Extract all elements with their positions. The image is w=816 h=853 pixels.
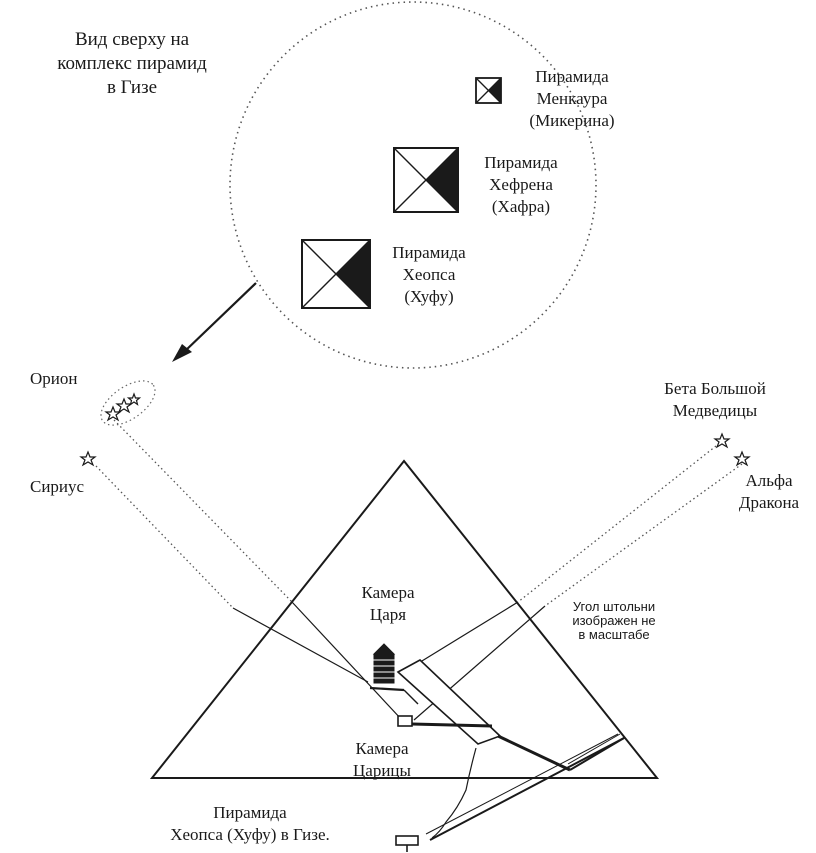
top-view-circle [229,1,597,369]
khufu-label-line: Хеопса [402,265,456,284]
beta-label-line: Медведицы [672,401,758,420]
top-view-title-line: комплекс пирамид [57,53,207,74]
shaft-angle-note-line: в масштабе [578,627,650,642]
sirius-star-icon [79,450,97,467]
khafre-pyramid-plan [393,147,459,213]
shaft-angle-note-line: Угол штольни [572,599,656,614]
orion-constellation-outline [100,380,156,426]
khufu-pyramid-plan [301,239,371,309]
menkaure-label-line: Пирамида [535,67,609,86]
orion-stars [104,392,142,422]
alpha-draconis-star-icon [733,450,751,467]
khufu-label-line: (Хуфу) [404,287,454,306]
alpha-label-line: Дракона [738,493,800,512]
shaft-angle-note-line: изображен не [572,613,656,628]
shaft-angle-note: Угол штольни изображен не в масштабе [556,600,672,642]
khafre-label: Пирамида Хефрена (Хафра) [456,152,586,218]
king-chamber-label-line: Камера [361,583,415,602]
khafre-label-line: Хефрена [489,175,553,194]
sirius-label: Сириус [30,476,120,498]
beta-label-line: Бета Большой [664,379,766,398]
menkaure-label-line: (Микерина) [529,111,615,130]
queen-chamber-label-line: Камера [355,739,409,758]
pyramid-caption-line: Пирамида [213,803,287,822]
alpha-draconis-label: Альфа Дракона [724,470,814,514]
beta-ursa-major-label: Бета Большой Медведицы [640,378,790,422]
beta-ursa-major-star-icon [713,432,731,449]
pyramid-caption-line: Хеопса (Хуфу) в Гизе. [170,825,330,844]
top-view-title: Вид сверху на комплекс пирамид в Гизе [28,28,236,100]
khufu-label-line: Пирамида [392,243,466,262]
orion-label-text: Орион [30,369,78,388]
king-chamber-icon [372,643,396,684]
alpha-label-line: Альфа [745,471,793,490]
pyramid-caption: Пирамида Хеопса (Хуфу) в Гизе. [130,802,370,846]
king-chamber-label: Камера Царя [340,582,436,626]
pyramid-cross-section [149,459,660,852]
queen-chamber-label: Камера Царицы [332,738,432,782]
top-view-title-line: в Гизе [106,77,158,98]
khufu-label: Пирамида Хеопса (Хуфу) [374,242,484,308]
subterranean-chamber-icon [395,835,419,852]
grand-gallery [396,659,502,745]
pyramid-outline [149,459,660,779]
menkaure-pyramid-plan [475,77,502,104]
queen-chamber-icon [397,715,413,727]
menkaure-label-line: Менкаура [536,89,608,108]
king-chamber-label-line: Царя [369,605,407,624]
khafre-label-line: (Хафра) [491,197,551,216]
orion-label: Орион [30,368,110,390]
star-sightlines [95,419,743,609]
top-view-title-line: Вид сверху на [74,29,190,50]
sirius-label-text: Сириус [30,477,85,496]
menkaure-label: Пирамида Менкаура (Микерина) [502,66,642,132]
top-view-arrow [172,282,257,362]
queen-chamber-label-line: Царицы [353,761,411,780]
khafre-label-line: Пирамида [484,153,558,172]
